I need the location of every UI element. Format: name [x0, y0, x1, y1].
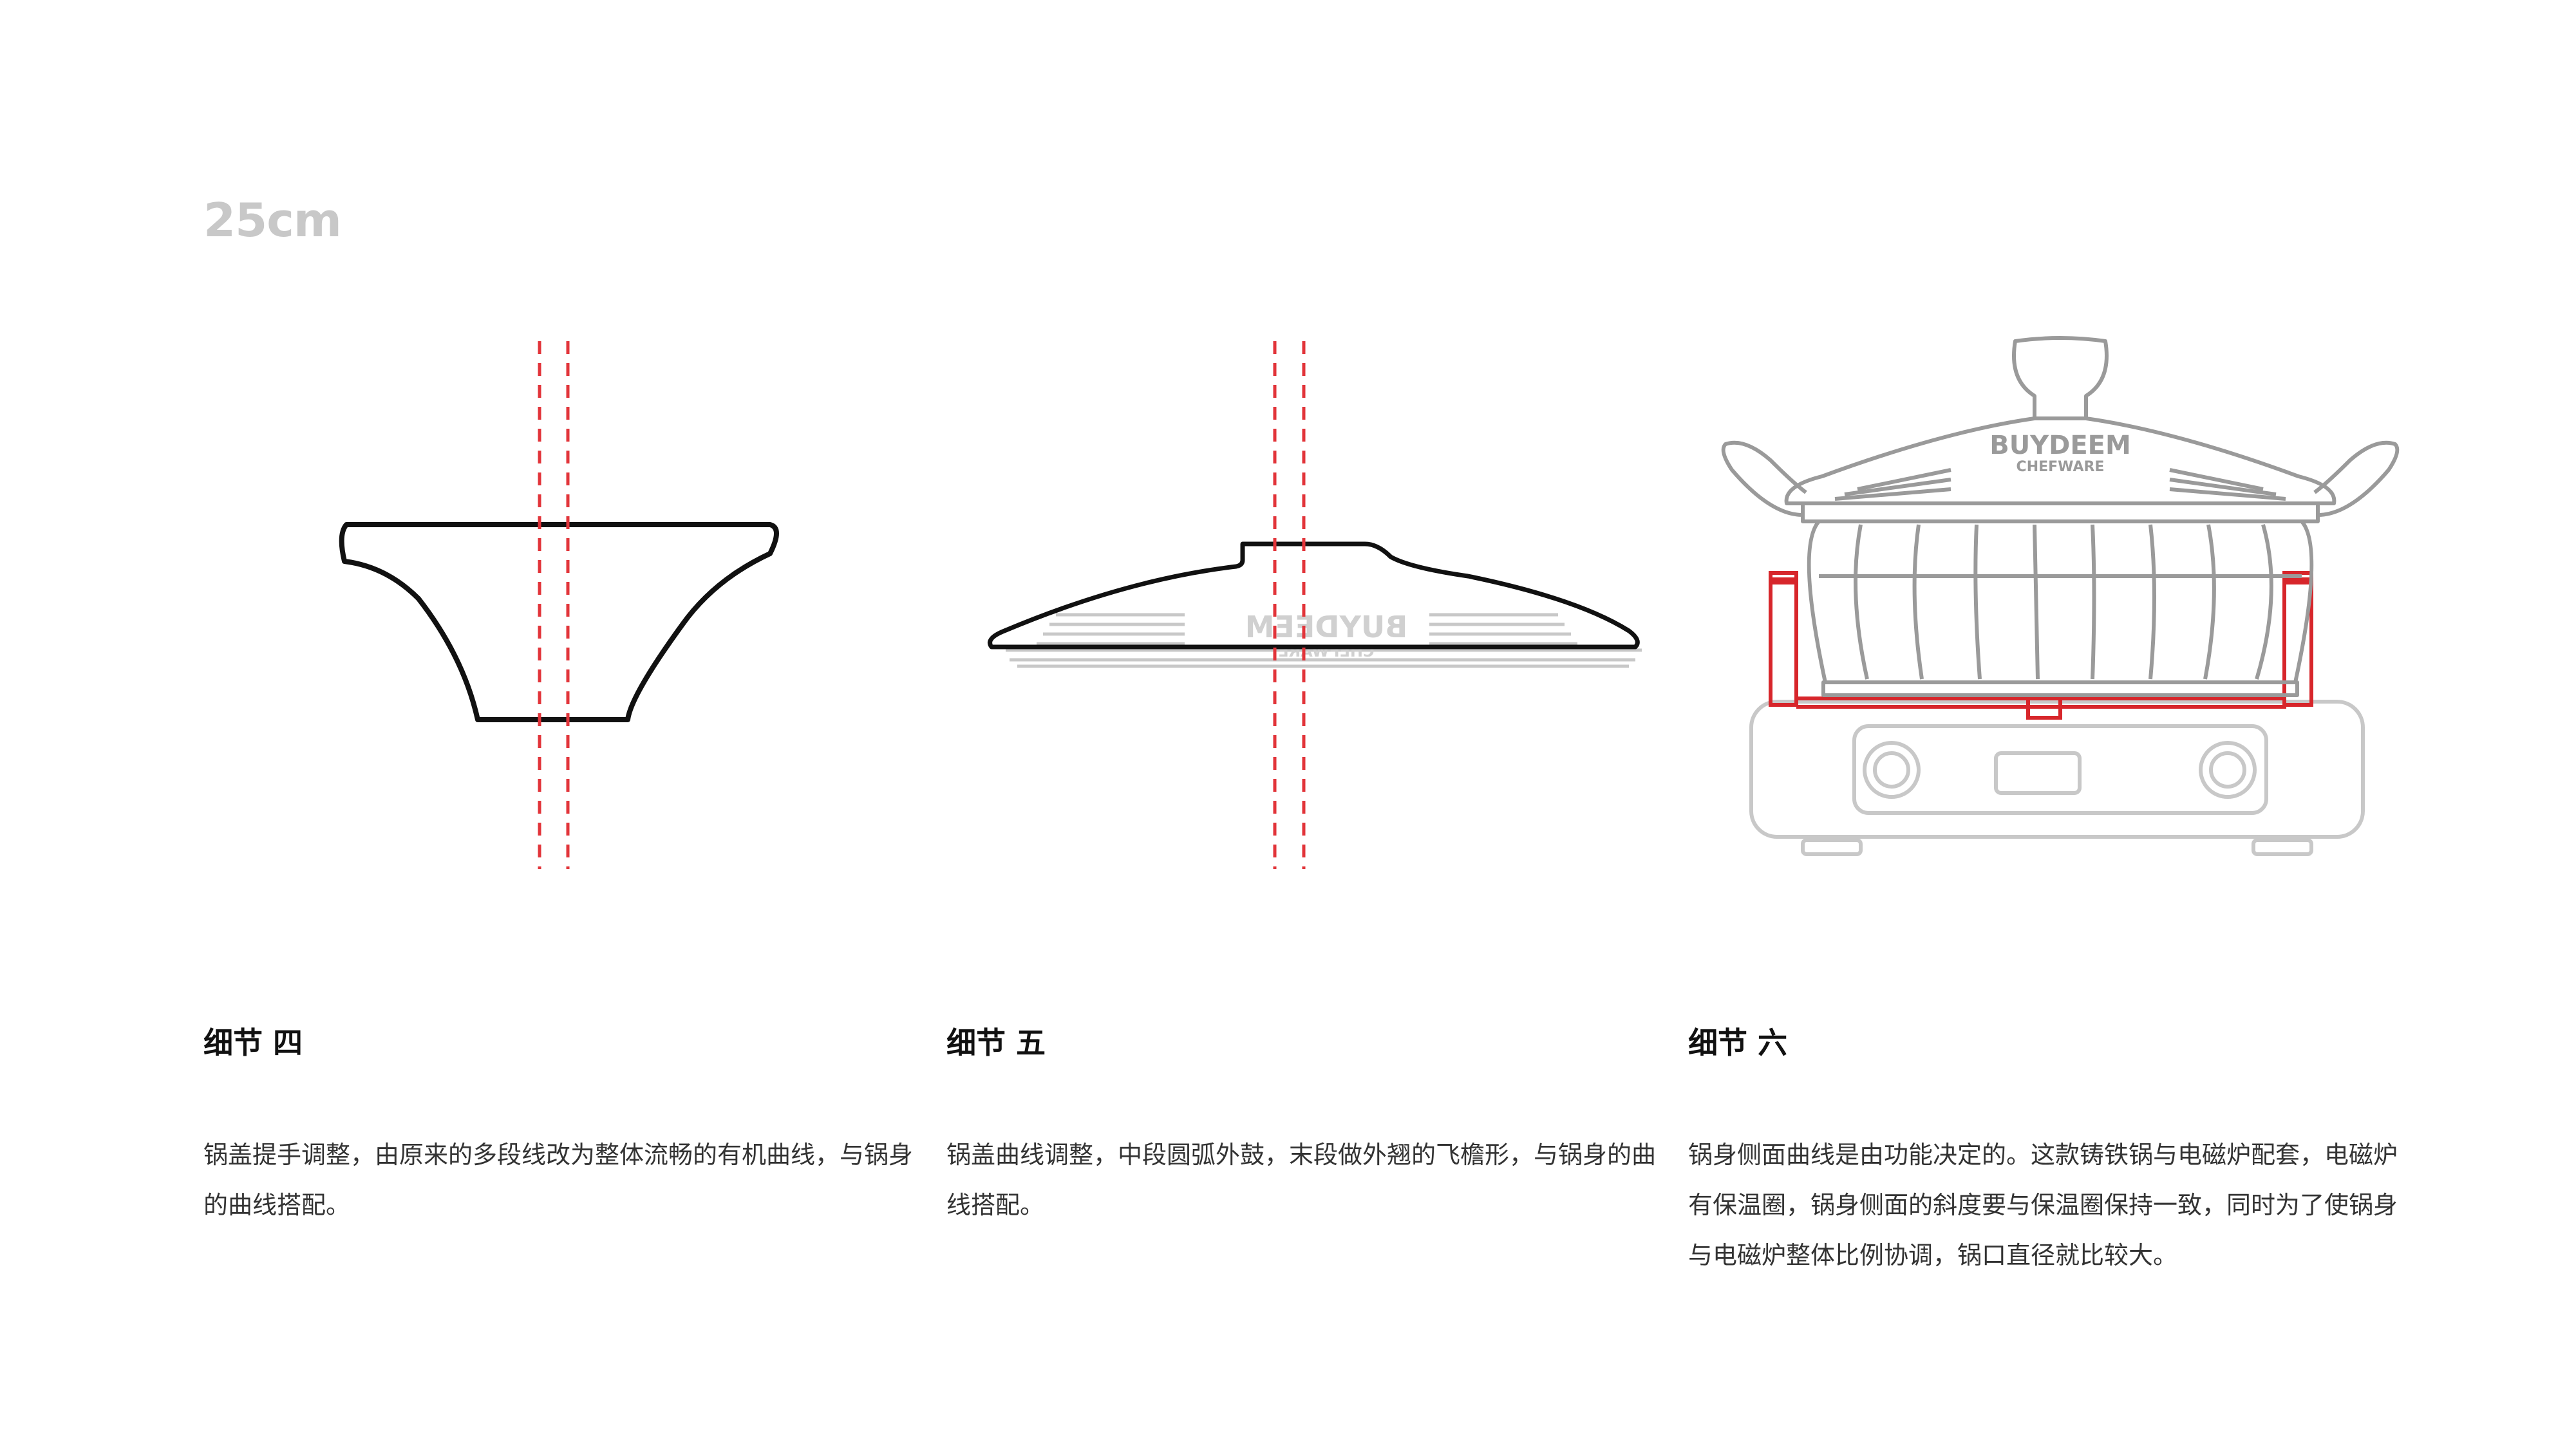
detail-six-title: 细节 六 — [1688, 1025, 1788, 1060]
warming-ring — [1769, 571, 2313, 720]
svg-text:BUYDEEM: BUYDEEM — [1245, 610, 1408, 644]
handle-outline — [339, 522, 779, 722]
pot-lid-branding: BUYDEEM CHEFWARE — [1989, 431, 2131, 475]
detail-six-text: 锅身侧面曲线是由功能决定的。这款铸铁锅与电磁炉配套，电磁炉有保温圈，锅身侧面的斜… — [1688, 1141, 2398, 1269]
cooker-knob-right — [2199, 741, 2257, 799]
svg-text:CHEFWARE: CHEFWARE — [2017, 459, 2105, 475]
lid-outline — [988, 541, 1640, 650]
detail-six: 细节 六 锅身侧面曲线是由功能决定的。这款铸铁锅与电磁炉配套，电磁炉有保温圈，锅… — [1688, 1020, 2403, 1280]
detail-five-title: 细节 五 — [946, 1025, 1046, 1060]
pot-body — [1721, 440, 2400, 697]
detail-five-text: 锅盖曲线调整，中段圆弧外鼓，末段做外翘的飞檐形，与锅身的曲线搭配。 — [946, 1141, 1657, 1219]
cooker-display — [1994, 751, 2082, 795]
handle-profile-drawing — [339, 341, 779, 869]
svg-text:BUYDEEM: BUYDEEM — [1989, 431, 2131, 460]
pot-on-cooker-drawing: BUYDEEM CHEFWARE — [1721, 336, 2400, 856]
lid-rim-lines — [1006, 648, 1642, 668]
size-label: 25cm — [203, 193, 342, 247]
pot-lid — [1784, 336, 2336, 505]
detail-four-text: 锅盖提手调整，由原来的多段线改为整体流畅的有机曲线，与锅身的曲线搭配。 — [203, 1141, 914, 1219]
lid-rib-lines — [1037, 613, 1577, 646]
detail-four-title: 细节 四 — [203, 1025, 303, 1060]
cooker-knob-left — [1863, 741, 1921, 799]
induction-cooker — [1749, 700, 2365, 856]
lid-profile-drawing: BUYDEEM CHEFWARE — [988, 341, 1642, 869]
lid-branding-ghost: BUYDEEM CHEFWARE — [1245, 610, 1408, 660]
detail-five: 细节 五 锅盖曲线调整，中段圆弧外鼓，末段做外翘的飞檐形，与锅身的曲线搭配。 — [946, 1020, 1661, 1230]
detail-four: 细节 四 锅盖提手调整，由原来的多段线改为整体流畅的有机曲线，与锅身的曲线搭配。 — [203, 1020, 918, 1230]
